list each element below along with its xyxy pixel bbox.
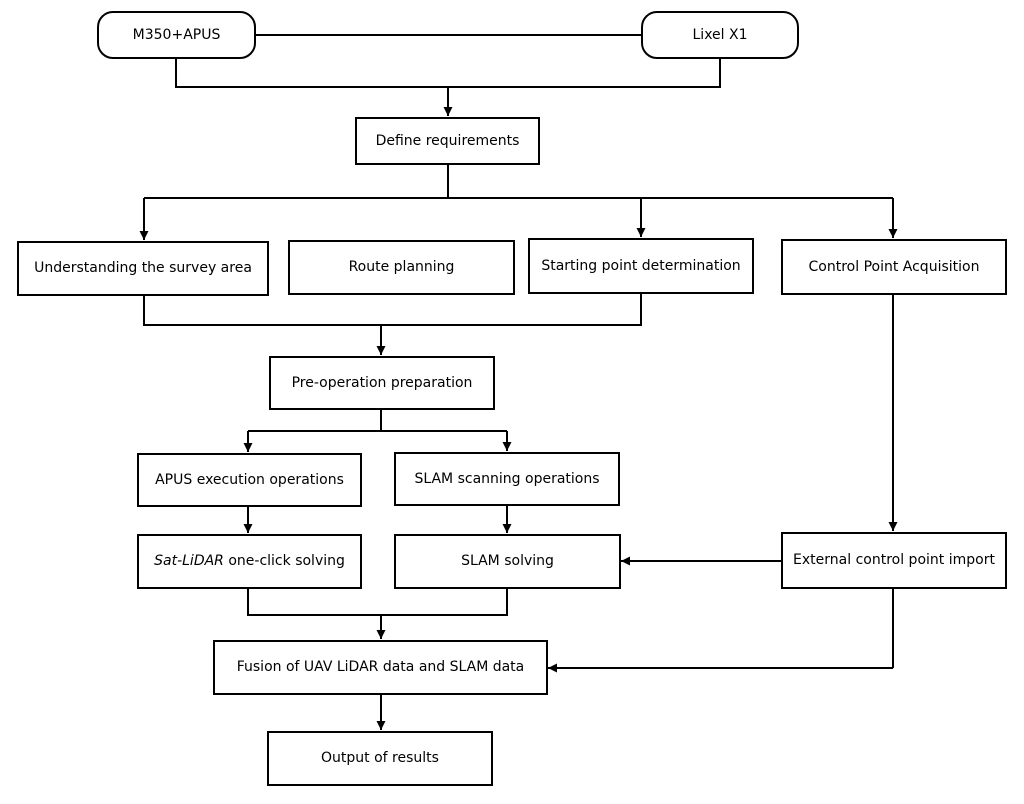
node-lixel-x1: Lixel X1 bbox=[641, 11, 799, 59]
node-fusion-label: Fusion of UAV LiDAR data and SLAM data bbox=[236, 659, 525, 676]
node-slam-scanning-label: SLAM scanning operations bbox=[414, 470, 600, 487]
node-pre-operation-label: Pre-operation preparation bbox=[291, 374, 473, 391]
node-control-point-acquisition: Control Point Acquisition bbox=[781, 239, 1007, 295]
link-planning-merge bbox=[143, 293, 642, 326]
node-output-label: Output of results bbox=[321, 750, 439, 767]
node-slam-scanning: SLAM scanning operations bbox=[394, 452, 620, 506]
node-lixel-x1-label: Lixel X1 bbox=[692, 26, 748, 43]
node-m350-apus-label: M350+APUS bbox=[132, 26, 221, 43]
node-define-requirements: Define requirements bbox=[355, 117, 540, 165]
node-slam-solving-label: SLAM solving bbox=[461, 553, 554, 570]
node-apus-execution-label: APUS execution operations bbox=[155, 471, 344, 488]
node-starting-point-label: Starting point determination bbox=[541, 257, 741, 274]
node-external-import-label: External control point import bbox=[793, 552, 995, 569]
node-external-control-import: External control point import bbox=[781, 532, 1007, 589]
node-satlidar-solving: Sat-LiDAR one-click solving bbox=[137, 534, 362, 589]
node-understanding-survey-area: Understanding the survey area bbox=[17, 241, 269, 296]
node-pre-operation: Pre-operation preparation bbox=[269, 356, 495, 410]
node-define-requirements-label: Define requirements bbox=[375, 132, 520, 149]
node-m350-apus: M350+APUS bbox=[97, 11, 256, 59]
node-satlidar-label: Sat-LiDAR one-click solving bbox=[154, 553, 345, 570]
node-apus-execution: APUS execution operations bbox=[137, 453, 362, 507]
satlidar-italic: Sat-LiDAR bbox=[154, 553, 224, 570]
node-fusion: Fusion of UAV LiDAR data and SLAM data bbox=[213, 640, 548, 695]
satlidar-rest: one-click solving bbox=[223, 553, 345, 570]
link-solving-merge bbox=[247, 589, 508, 616]
node-control-point-label: Control Point Acquisition bbox=[808, 258, 980, 275]
node-slam-solving: SLAM solving bbox=[394, 534, 621, 589]
node-route-planning: Route planning bbox=[288, 240, 515, 295]
node-starting-point: Starting point determination bbox=[528, 238, 754, 294]
node-output-results: Output of results bbox=[267, 731, 493, 786]
node-understanding-label: Understanding the survey area bbox=[34, 260, 252, 277]
node-route-planning-label: Route planning bbox=[348, 259, 455, 276]
link-devices-merge bbox=[175, 58, 721, 88]
